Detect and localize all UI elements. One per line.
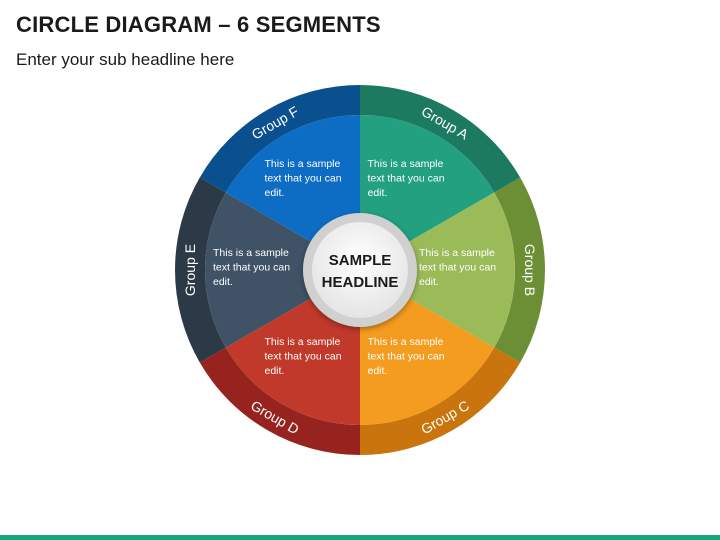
outer-segment-group-d (199, 347, 360, 455)
center-hub: SAMPLE HEADLINE (303, 213, 417, 327)
slide-subtitle: Enter your sub headline here (16, 50, 235, 69)
outer-segment-group-a (360, 85, 521, 193)
outer-segment-group-e (175, 177, 226, 363)
inner-segment-group-e (205, 192, 360, 348)
inner-segment-group-b (360, 192, 515, 348)
outer-segment-group-f (199, 85, 360, 193)
center-circle (312, 222, 408, 318)
center-headline-line2: HEADLINE (322, 274, 399, 291)
outer-ring (175, 85, 545, 455)
accent-bar (0, 535, 720, 540)
outer-segment-group-b (494, 177, 545, 363)
group-label-group-e: Group E (182, 244, 198, 296)
outer-segment-group-c (360, 347, 521, 455)
center-headline-line1: SAMPLE (329, 252, 392, 269)
slide-title: CIRCLE DIAGRAM – 6 SEGMENTS (16, 12, 381, 37)
group-label-group-b: Group B (522, 244, 538, 296)
